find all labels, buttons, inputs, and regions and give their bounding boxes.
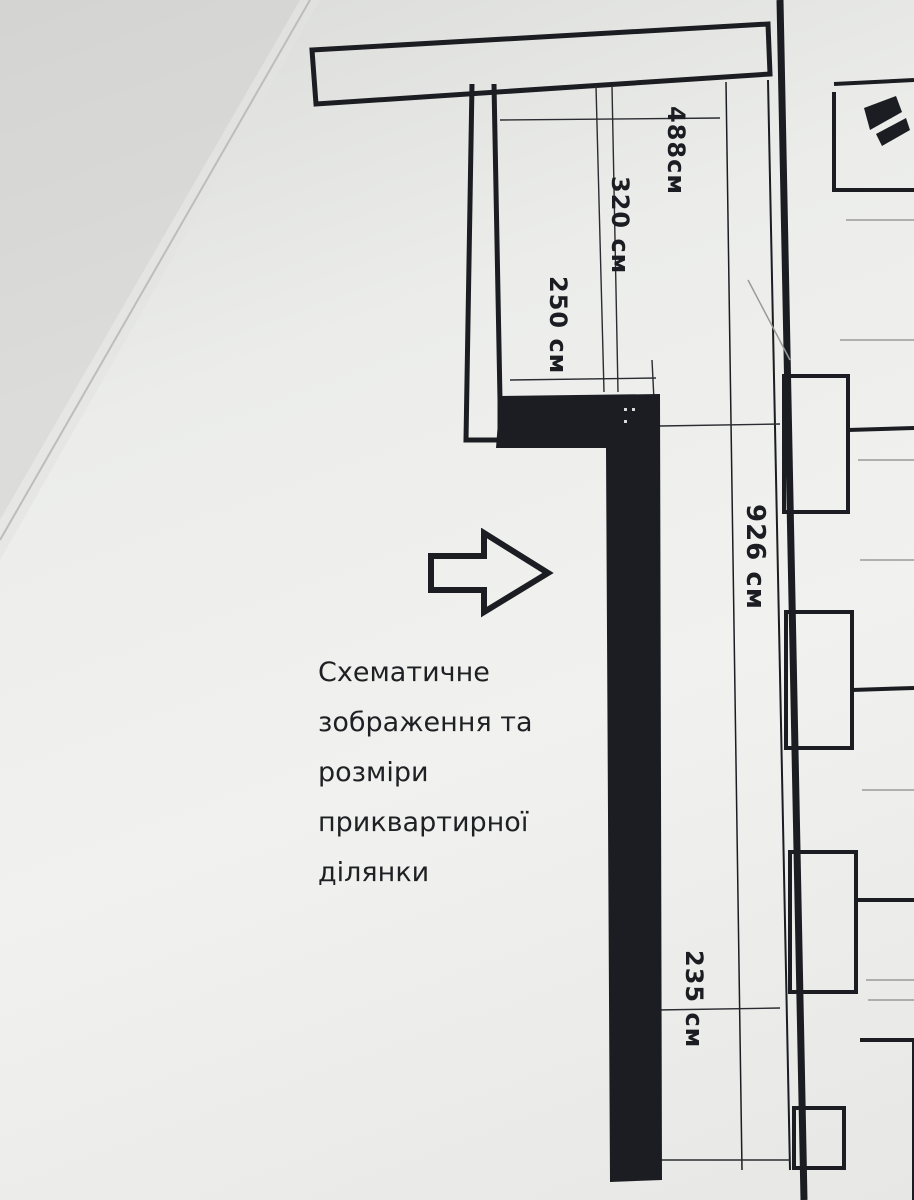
top-beam [309,21,773,107]
dimension-guides [499,85,790,1161]
right-wall-lines [725,0,808,1200]
caption-line-3: розміри [318,757,429,788]
dimension-320: 320 см [606,176,634,275]
caption-line-2: зображення та [318,707,533,738]
dimension-926: 926 см [740,504,770,610]
upper-wall-segment [463,83,503,443]
dimension-488: 488см [662,106,690,195]
fixture-symbol [864,96,910,146]
dimension-235: 235 см [680,950,708,1049]
caption-line-1: Схематичне [318,657,490,688]
thick-wall [496,394,662,1182]
faint-room-lines [747,219,914,1001]
adjacent-rooms [782,78,914,1200]
caption-line-5: ділянки [318,857,430,888]
thick-wall-dots [624,408,635,423]
plan-caption: Схематичне зображення та розміри приквар… [318,648,608,898]
right-arrow-outline-icon [428,528,554,618]
caption-line-4: приквартирної [318,807,529,838]
dimension-250: 250 см [544,276,572,375]
